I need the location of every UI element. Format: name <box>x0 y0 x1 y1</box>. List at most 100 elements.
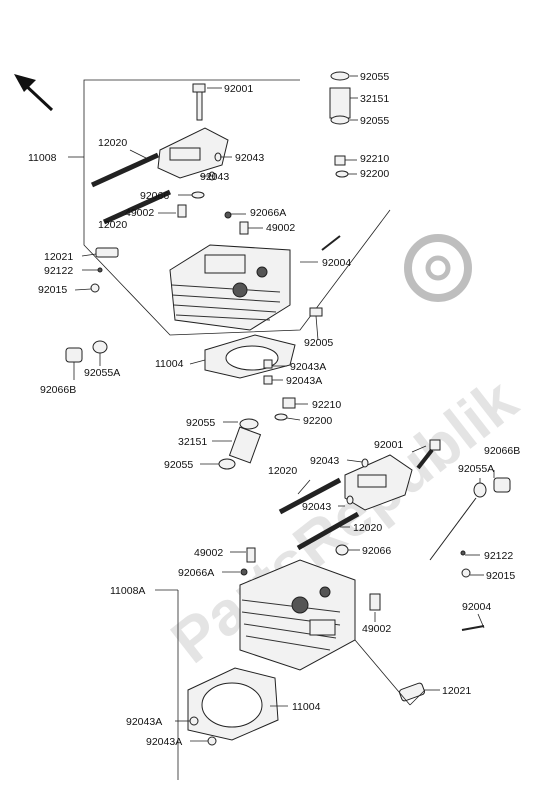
label-92066A-bottom[interactable]: 92066A <box>178 567 214 579</box>
pin-92004-bottom <box>461 625 485 631</box>
tube-32151-bottom <box>218 418 262 470</box>
label-92066B-bottom[interactable]: 92066B <box>484 445 520 457</box>
stud-49002-bottom-b <box>369 593 381 611</box>
plug-92066A-top <box>224 211 232 219</box>
oring-92055A-bottom <box>473 482 487 498</box>
label-92055-top-2[interactable]: 92055 <box>360 115 389 127</box>
washer-92200-top <box>335 170 349 178</box>
plug-92066A-bottom <box>240 568 248 576</box>
pin-92122-bottom <box>460 550 466 556</box>
label-49002-bottom-2[interactable]: 49002 <box>362 623 391 635</box>
plug-92015-top <box>90 283 100 293</box>
label-11008A[interactable]: 11008A <box>110 585 145 597</box>
gasket-12021-bottom <box>399 682 425 702</box>
label-92043A-top-1[interactable]: 92043A <box>290 361 326 373</box>
oring-92066-top <box>191 191 205 199</box>
leader-lines <box>73 75 495 742</box>
label-92066B-top[interactable]: 92066B <box>40 384 76 396</box>
label-92055-top-1[interactable]: 92055 <box>360 71 389 83</box>
label-12021-top[interactable]: 12021 <box>44 251 73 263</box>
washer-92200-bottom <box>274 413 288 421</box>
label-32151-bottom[interactable]: 32151 <box>178 436 207 448</box>
gasket-12021-top <box>95 247 119 258</box>
dowel-92005 <box>309 307 323 317</box>
label-11004-top[interactable]: 11004 <box>155 358 184 370</box>
label-92055-bottom-2[interactable]: 92055 <box>164 459 193 471</box>
nut-92210-bottom <box>282 397 296 409</box>
label-92122-top[interactable]: 92122 <box>44 265 73 277</box>
label-92005[interactable]: 92005 <box>304 337 333 349</box>
rocker-holder-bottom <box>344 454 413 511</box>
label-92001-bottom[interactable]: 92001 <box>374 439 403 451</box>
label-92066-bottom[interactable]: 92066 <box>362 545 391 557</box>
label-92055-bottom-1[interactable]: 92055 <box>186 417 215 429</box>
dowel-92043A-top-a <box>263 359 273 369</box>
label-92015-bottom[interactable]: 92015 <box>486 570 515 582</box>
label-11008[interactable]: 11008 <box>28 152 57 164</box>
label-92210-top[interactable]: 92210 <box>360 153 389 165</box>
cap-92066B-top <box>65 347 83 363</box>
oring-92055A-top <box>92 340 108 354</box>
label-12020-bottom-2[interactable]: 12020 <box>353 522 382 534</box>
stud-49002-top-b <box>239 221 249 235</box>
label-92043-top-1[interactable]: 92043 <box>235 152 264 164</box>
gear-icon <box>404 234 472 302</box>
dowel-92043A-bottom-b <box>207 736 217 746</box>
head-gasket-11004-bottom <box>187 667 279 741</box>
rocker-holder-top <box>157 127 229 179</box>
push-rod-12020-top-a <box>90 152 160 188</box>
label-12020-bottom-1[interactable]: 12020 <box>268 465 297 477</box>
cylinder-head-bottom <box>239 559 356 671</box>
label-92066A-top[interactable]: 92066A <box>250 207 286 219</box>
label-92055A-top[interactable]: 92055A <box>84 367 120 379</box>
label-12020-top-2[interactable]: 12020 <box>98 219 127 231</box>
stud-49002-bottom-a <box>246 547 256 563</box>
bolt-92001-top <box>192 83 206 121</box>
push-rod-12020-bottom-b <box>296 511 360 551</box>
label-92043-top-2[interactable]: 92043 <box>200 171 229 183</box>
part-labels: 92055 32151 92055 92001 11008 12020 9204… <box>28 71 520 748</box>
label-49002-top-1[interactable]: 49002 <box>125 207 154 219</box>
label-92122-bottom[interactable]: 92122 <box>484 550 513 562</box>
label-11004-bottom[interactable]: 11004 <box>292 701 321 713</box>
label-92001-top[interactable]: 92001 <box>224 83 253 95</box>
pin-92122-top <box>97 267 103 273</box>
label-92066-top[interactable]: 92066 <box>140 190 169 202</box>
label-49002-bottom-1[interactable]: 49002 <box>194 547 223 559</box>
label-92043A-bottom-1[interactable]: 92043A <box>126 716 162 728</box>
label-92043-bottom-2[interactable]: 92043 <box>302 501 331 513</box>
tube-32151-top <box>329 71 351 125</box>
label-12021-bottom[interactable]: 12021 <box>442 685 471 697</box>
cap-92066B-bottom <box>493 477 511 493</box>
push-rod-12020-top-b <box>102 189 172 225</box>
plug-92015-bottom <box>461 568 471 578</box>
label-92043-bottom-1[interactable]: 92043 <box>310 455 339 467</box>
cylinder-head-top <box>169 244 291 331</box>
label-49002-top-2[interactable]: 49002 <box>266 222 295 234</box>
label-92055A-bottom[interactable]: 92055A <box>458 463 494 475</box>
label-92043A-top-2[interactable]: 92043A <box>286 375 322 387</box>
pin-92043-bottom-b <box>346 495 354 505</box>
push-rod-12020-bottom-a <box>278 477 342 515</box>
dowel-92043A-top-b <box>263 375 273 385</box>
stud-49002-top-a <box>177 204 187 218</box>
label-12020-top-1[interactable]: 12020 <box>98 137 127 149</box>
label-92200-bottom[interactable]: 92200 <box>303 415 332 427</box>
label-32151-top[interactable]: 32151 <box>360 93 389 105</box>
oring-92066-bottom <box>335 544 349 556</box>
head-gasket-11004-top <box>204 334 296 379</box>
valve-92055A-bottom <box>429 497 477 561</box>
label-92015-top[interactable]: 92015 <box>38 284 67 296</box>
pin-92043-bottom-a <box>361 458 369 468</box>
pin-92004-top <box>321 235 341 251</box>
label-92200-top[interactable]: 92200 <box>360 168 389 180</box>
label-92004-bottom[interactable]: 92004 <box>462 601 491 613</box>
bolt-92001-bottom <box>416 439 441 470</box>
arrow-up-left-icon <box>14 74 54 112</box>
dowel-92043A-bottom-a <box>189 716 199 726</box>
label-92004-top[interactable]: 92004 <box>322 257 351 269</box>
label-92210-bottom[interactable]: 92210 <box>312 399 341 411</box>
nut-92210-top <box>334 155 346 166</box>
label-92043A-bottom-2[interactable]: 92043A <box>146 736 182 748</box>
